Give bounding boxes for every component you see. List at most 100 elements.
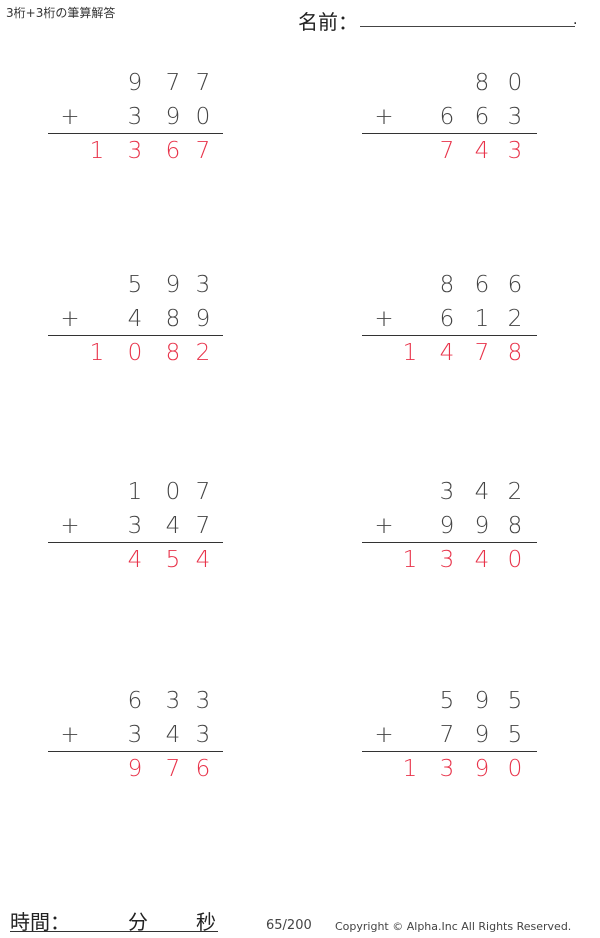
bottom-number-digit: 6 (474, 104, 490, 130)
top-number-digit: 9 (127, 70, 143, 96)
bottom-number-digit: 5 (507, 722, 523, 748)
top-number-digit: 7 (195, 70, 211, 96)
answer-digit: 0 (127, 340, 143, 366)
answer-digit: 1 (89, 340, 105, 366)
plus-sign: + (60, 722, 80, 748)
plus-sign: + (374, 513, 394, 539)
sum-rule (362, 335, 537, 336)
answer-digit: 9 (127, 756, 143, 782)
answer-digit: 3 (507, 138, 523, 164)
name-end-dot: . (573, 12, 578, 28)
answer-digit: 0 (507, 547, 523, 573)
answer-digit: 7 (165, 756, 181, 782)
answer-digit: 8 (507, 340, 523, 366)
top-number-digit: 7 (165, 70, 181, 96)
answer-digit: 3 (127, 138, 143, 164)
top-number-digit: 8 (439, 272, 455, 298)
top-number-digit: 2 (507, 479, 523, 505)
answer-digit: 9 (474, 756, 490, 782)
plus-sign: + (374, 104, 394, 130)
answer-digit: 7 (195, 138, 211, 164)
bottom-number-digit: 9 (165, 104, 181, 130)
bottom-number-digit: 3 (507, 104, 523, 130)
answer-digit: 6 (165, 138, 181, 164)
plus-sign: + (60, 513, 80, 539)
bottom-number-digit: 4 (165, 722, 181, 748)
answer-digit: 1 (89, 138, 105, 164)
top-number-digit: 9 (165, 272, 181, 298)
bottom-number-digit: 9 (195, 306, 211, 332)
answer-digit: 5 (165, 547, 181, 573)
bottom-number-digit: 8 (165, 306, 181, 332)
time-label: 時間： (10, 910, 70, 934)
answer-digit: 1 (402, 340, 418, 366)
top-number-digit: 3 (195, 272, 211, 298)
sum-rule (362, 133, 537, 134)
time-underline (10, 931, 218, 932)
plus-sign: + (60, 306, 80, 332)
answer-digit: 8 (165, 340, 181, 366)
top-number-digit: 6 (127, 688, 143, 714)
bottom-number-digit: 9 (439, 513, 455, 539)
bottom-number-digit: 8 (507, 513, 523, 539)
plus-sign: + (374, 722, 394, 748)
bottom-number-digit: 7 (195, 513, 211, 539)
top-number-digit: 6 (507, 272, 523, 298)
answer-digit: 0 (507, 756, 523, 782)
top-number-digit: 9 (474, 688, 490, 714)
top-number-digit: 1 (127, 479, 143, 505)
bottom-number-digit: 4 (127, 306, 143, 332)
name-input-line[interactable] (360, 26, 575, 27)
bottom-number-digit: 3 (127, 104, 143, 130)
answer-digit: 4 (195, 547, 211, 573)
top-number-digit: 5 (439, 688, 455, 714)
answer-digit: 6 (195, 756, 211, 782)
answer-digit: 3 (439, 756, 455, 782)
bottom-number-digit: 9 (474, 513, 490, 539)
bottom-number-digit: 3 (127, 722, 143, 748)
top-number-digit: 6 (474, 272, 490, 298)
bottom-number-digit: 0 (195, 104, 211, 130)
answer-digit: 4 (439, 340, 455, 366)
top-number-digit: 0 (165, 479, 181, 505)
sum-rule (48, 542, 223, 543)
answer-digit: 7 (474, 340, 490, 366)
bottom-number-digit: 7 (439, 722, 455, 748)
sum-rule (48, 751, 223, 752)
sum-rule (362, 542, 537, 543)
answer-digit: 1 (402, 756, 418, 782)
bottom-number-digit: 1 (474, 306, 490, 332)
top-number-digit: 3 (439, 479, 455, 505)
answer-digit: 7 (439, 138, 455, 164)
bottom-number-digit: 3 (195, 722, 211, 748)
bottom-number-digit: 6 (439, 104, 455, 130)
sum-rule (48, 133, 223, 134)
